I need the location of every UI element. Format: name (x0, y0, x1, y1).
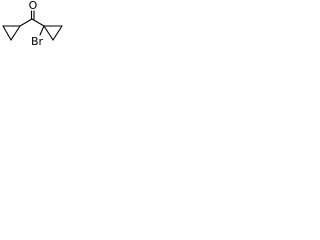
bond-left-ring-2 (2, 25, 12, 41)
atom-label-bromine: Br (31, 35, 44, 48)
bond-left-ring-3 (10, 25, 21, 41)
atom-label-oxygen: O (29, 0, 38, 12)
structure-diagram: O Br (2, 0, 63, 48)
bond-ring-carbonyl (19, 18, 33, 27)
bond-carbonyl-quaternary (31, 18, 45, 27)
bond-right-ring-2 (43, 25, 54, 41)
bond-quaternary-bromine (39, 25, 45, 36)
bond-right-ring-3 (52, 25, 63, 41)
